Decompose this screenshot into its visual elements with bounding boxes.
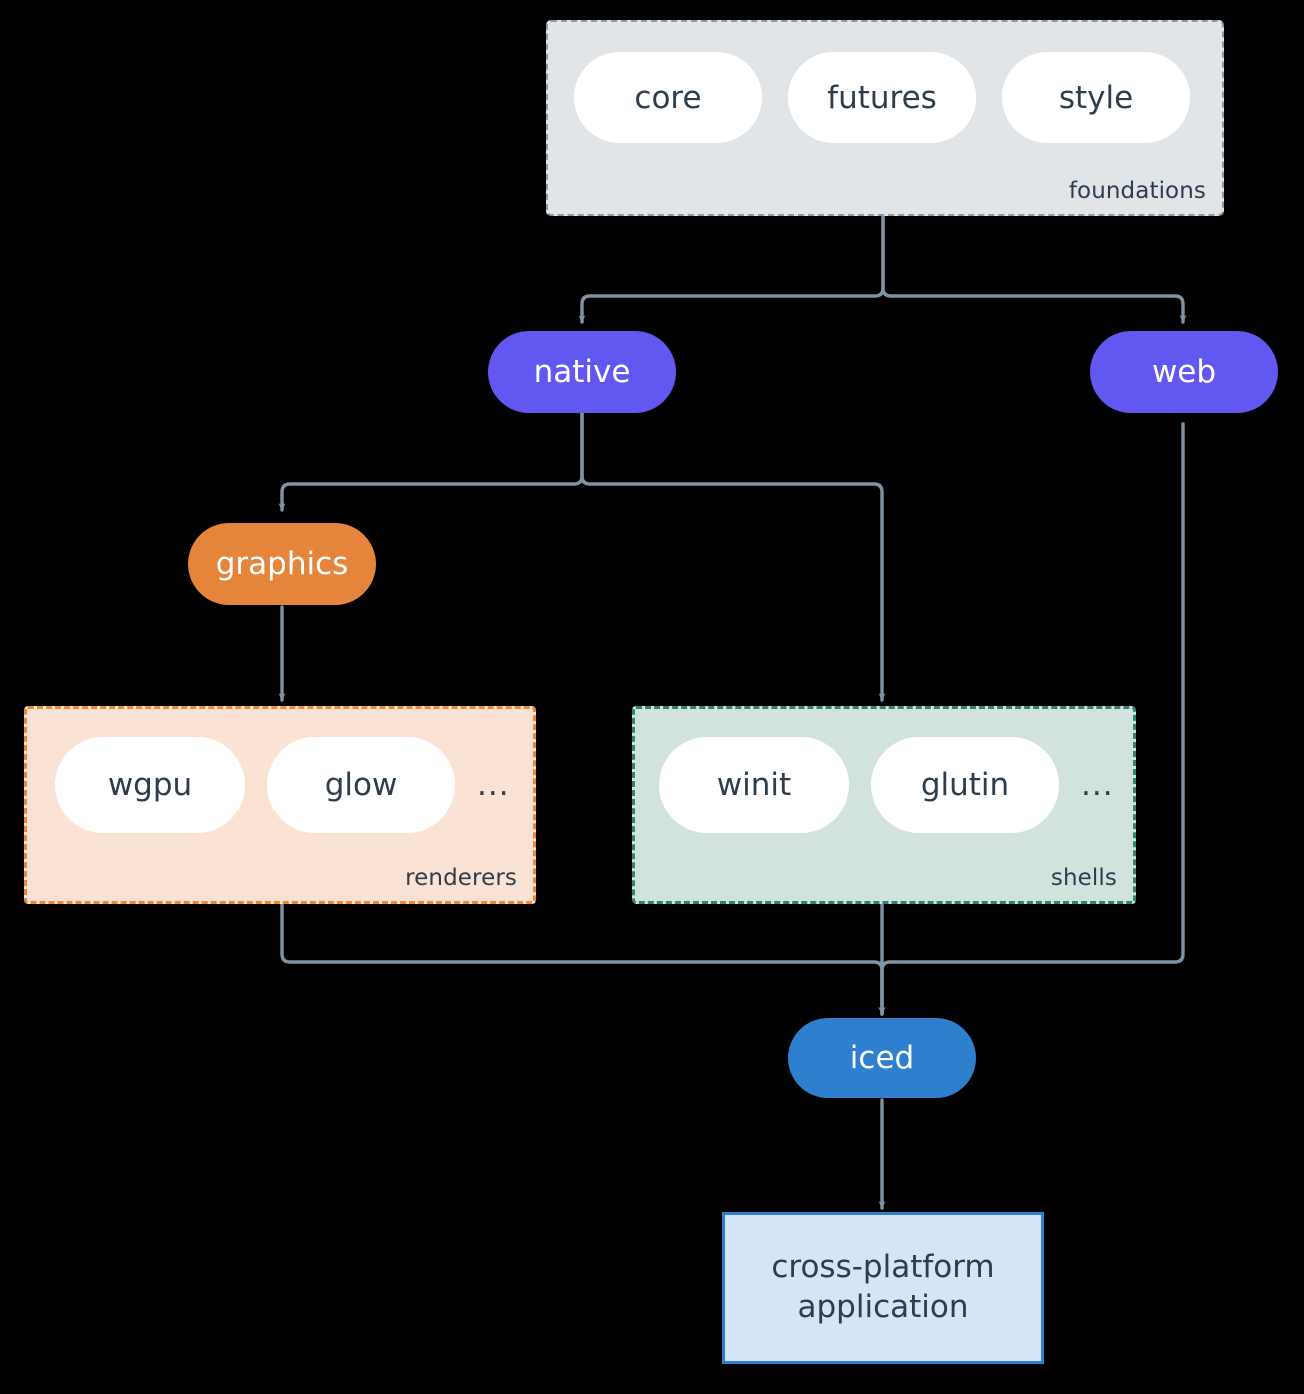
pill-style[interactable]: style [1002, 52, 1190, 143]
node-native-label: native [533, 354, 631, 390]
group-renderers[interactable]: wgpu glow ... renderers [24, 706, 536, 904]
renderers-group-label: renderers [405, 865, 517, 891]
foundations-group-label: foundations [1068, 178, 1206, 204]
node-web-label: web [1151, 354, 1217, 390]
node-graphics[interactable]: graphics [188, 523, 376, 605]
pill-wgpu[interactable]: wgpu [55, 737, 245, 833]
foundations-items: core futures style [574, 52, 1190, 143]
renderers-ellipsis: ... [477, 766, 510, 803]
pill-winit-label: winit [716, 767, 792, 803]
pill-style-label: style [1058, 79, 1134, 116]
renderers-items: wgpu glow ... [55, 737, 510, 833]
pill-core-label: core [634, 79, 702, 116]
group-foundations[interactable]: core futures style foundations [546, 20, 1224, 216]
pill-futures[interactable]: futures [788, 52, 976, 143]
pill-glow[interactable]: glow [267, 737, 455, 833]
pill-glutin[interactable]: glutin [871, 737, 1059, 833]
pill-winit[interactable]: winit [659, 737, 849, 833]
shells-group-label: shells [1050, 865, 1117, 891]
pill-futures-label: futures [827, 79, 937, 116]
node-cross-platform-application[interactable]: cross-platform application [722, 1212, 1044, 1364]
node-native[interactable]: native [488, 331, 676, 413]
pill-glutin-label: glutin [920, 767, 1010, 803]
node-iced[interactable]: iced [788, 1018, 976, 1098]
application-line-1: cross-platform [771, 1249, 995, 1286]
node-graphics-label: graphics [215, 546, 349, 582]
shells-ellipsis: ... [1081, 766, 1114, 803]
group-shells[interactable]: winit glutin ... shells [632, 706, 1136, 904]
node-iced-label: iced [849, 1040, 915, 1076]
pill-wgpu-label: wgpu [107, 767, 193, 803]
shells-items: winit glutin ... [659, 737, 1114, 833]
edge-native-graphics [278, 410, 584, 512]
application-line-2: application [797, 1289, 969, 1325]
edge-native-shells [580, 410, 886, 702]
edge-foundations-native [578, 214, 885, 324]
node-web[interactable]: web [1090, 331, 1278, 413]
edge-renderers-iced [280, 901, 886, 1016]
pill-core[interactable]: core [574, 52, 762, 143]
pill-glow-label: glow [324, 767, 398, 803]
edge-foundations-web [881, 214, 1187, 324]
